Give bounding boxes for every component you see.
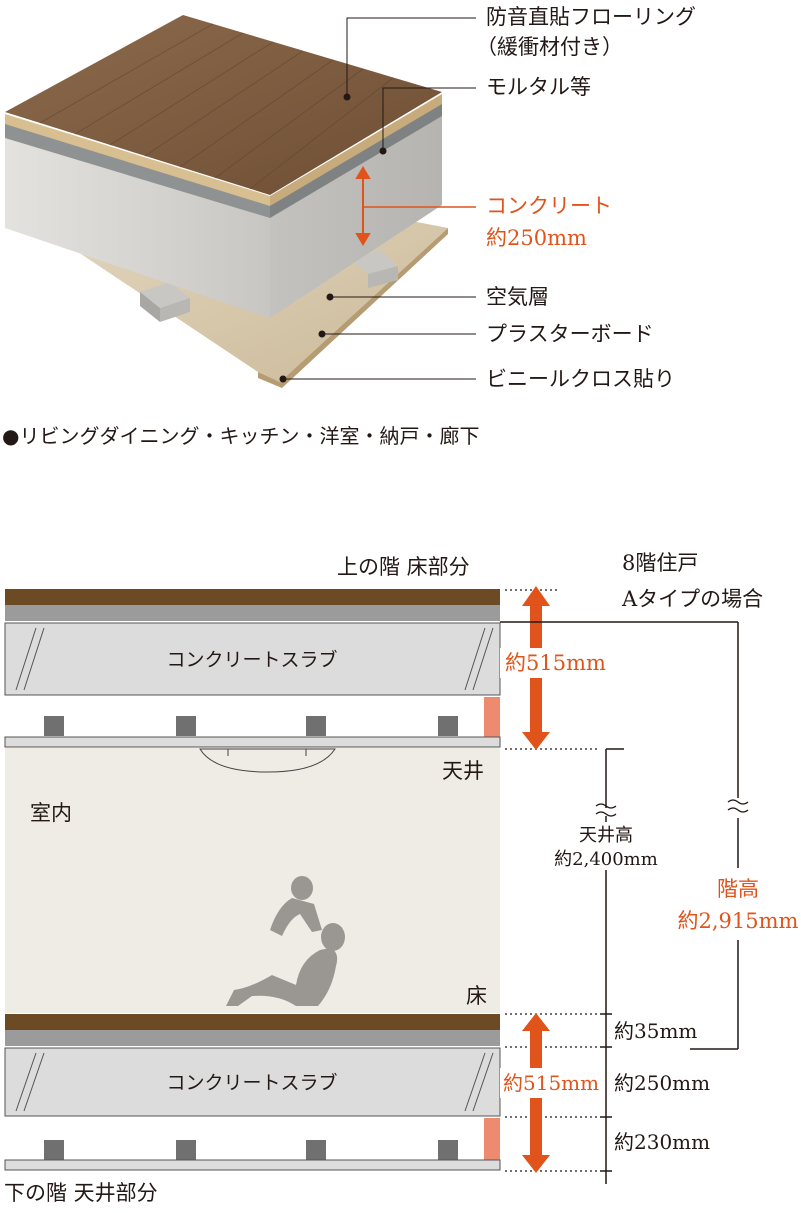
concrete-slab-front — [5, 128, 270, 318]
floor-3d-illustration: 防音直貼フローリング （緩衝材付き） モルタル等 コンクリート 約250mm 空… — [2, 5, 696, 448]
unit-label-line2: Aタイプの場合 — [621, 587, 763, 611]
floor-height-label: 階高 — [717, 877, 759, 901]
label-concrete-thickness: 約250mm — [486, 226, 587, 250]
lower-floor-finish — [5, 1014, 500, 1030]
floor-label: 床 — [466, 984, 487, 1008]
label-vinyl-cloth: ビニールクロス貼り — [486, 367, 675, 391]
lower-thickness-label: 約515mm — [503, 1071, 599, 1095]
floor-section-diagram: 上の階 床部分 8階住戸 Aタイプの場合 コンクリートスラブ 室内 天井 床 — [4, 551, 799, 1205]
lower-ceiling-joists — [44, 1140, 458, 1160]
void-thickness-label: 約230mm — [614, 1130, 710, 1154]
applies-to-note: ●リビングダイニング・キッチン・洋室・納戸・廊下 — [2, 424, 479, 448]
slab-thickness-label: 約250mm — [614, 1071, 710, 1095]
room-interior — [5, 748, 500, 1013]
label-buffer: （緩衝材付き） — [476, 35, 623, 59]
ceiling-height-dimension — [595, 748, 624, 1184]
label-flooring: 防音直貼フローリング — [486, 5, 696, 29]
label-concrete: コンクリート — [486, 194, 612, 218]
floor-height-value: 約2,915mm — [678, 909, 799, 933]
ceiling-height-value: 約2,400mm — [554, 849, 658, 870]
lower-slab-label: コンクリートスラブ — [166, 1071, 337, 1094]
upper-floor-finish — [5, 589, 500, 605]
leader-mortar — [382, 87, 476, 151]
upper-concrete-slab — [4, 622, 501, 696]
ceiling-height-label: 天井高 — [579, 825, 633, 846]
ceiling-light-icon — [199, 748, 336, 773]
room-label: 室内 — [30, 801, 72, 825]
concrete-slab-side — [270, 108, 442, 318]
upper-thickness-label: 約515mm — [505, 651, 606, 675]
buffer-layer-front — [5, 114, 270, 206]
lower-concrete-slab — [4, 1047, 501, 1117]
lower-ceiling-board — [4, 1159, 501, 1171]
finish-thickness-label: 約35mm — [614, 1019, 697, 1043]
parent-child-silhouette-icon — [226, 876, 345, 1006]
joist — [140, 282, 190, 308]
label-mortar: モルタル等 — [486, 75, 591, 99]
mortar-layer-front — [5, 122, 270, 218]
leader-flooring — [346, 17, 476, 97]
label-air-layer: 空気層 — [486, 285, 549, 309]
floor-height-dimension — [500, 621, 749, 1050]
upper-floor-label: 上の階 床部分 — [337, 555, 470, 579]
upper-slab-label: コンクリートスラブ — [166, 648, 337, 671]
unit-label-line1: 8階住戸 — [622, 551, 698, 575]
upper-ceiling-board — [4, 736, 501, 748]
ceiling-label: 天井 — [442, 759, 484, 783]
concrete-thickness-arrow — [355, 166, 476, 246]
lower-floor-label: 下の階 天井部分 — [4, 1181, 158, 1205]
upper-ceiling-joists — [44, 716, 458, 736]
label-plasterboard: プラスターボード — [486, 322, 654, 346]
